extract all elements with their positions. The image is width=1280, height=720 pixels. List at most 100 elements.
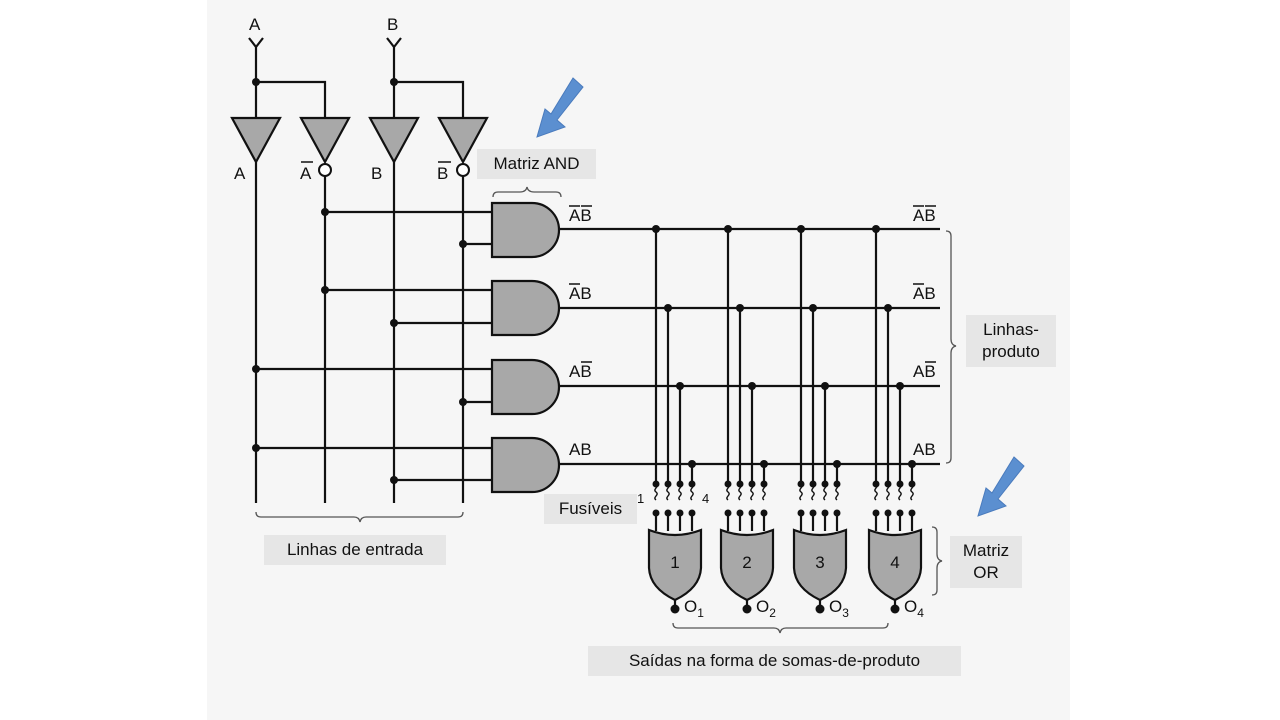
product-label-right-2: AB bbox=[913, 284, 936, 303]
connection-dot bbox=[724, 225, 732, 233]
connection-dot bbox=[884, 304, 892, 312]
or-matrix-label-line2: OR bbox=[973, 563, 999, 582]
connection-dot bbox=[797, 225, 805, 233]
output-pin-dot bbox=[890, 604, 900, 614]
input-pin-B: B bbox=[386, 15, 402, 82]
fuse-link bbox=[654, 483, 658, 501]
or-matrix-arrow-icon bbox=[977, 456, 1025, 517]
fuses-label: Fusíveis bbox=[544, 494, 637, 524]
product-lines-label: Linhas- produto bbox=[966, 315, 1056, 367]
and-gate-1 bbox=[490, 201, 561, 259]
or-matrix-label-line1: Matriz bbox=[962, 541, 1010, 560]
connection-dot bbox=[760, 460, 768, 468]
and-matrix-label: Matriz AND bbox=[477, 149, 596, 179]
output-pin-dot bbox=[670, 604, 680, 614]
product-labels: AB AB AB AB AB AB AB AB bbox=[569, 205, 936, 459]
output-pin-dot bbox=[742, 604, 752, 614]
product-label-right-4: AB bbox=[913, 440, 936, 459]
or-matrix-label: Matriz OR bbox=[950, 536, 1022, 588]
fuse-link bbox=[726, 483, 730, 501]
fuse-label-first: 1 bbox=[637, 491, 644, 506]
buffer-A bbox=[230, 116, 282, 165]
or-gate-1 bbox=[647, 528, 703, 602]
input-A-split bbox=[254, 80, 327, 118]
fuse-link bbox=[666, 483, 670, 501]
connection-dot bbox=[676, 382, 684, 390]
and-matrix-arrow-icon bbox=[536, 77, 584, 138]
buffer-label-B: B bbox=[371, 164, 382, 183]
outputs-label: Saídas na forma de somas-de-produto bbox=[588, 646, 961, 676]
and-gate-2 bbox=[490, 279, 561, 337]
fuse-link bbox=[823, 483, 827, 501]
or-matrix: 1O1 2O2 3O3 4O4 bbox=[647, 225, 924, 620]
fuse-link bbox=[835, 483, 839, 501]
connection-dot bbox=[664, 304, 672, 312]
connection-dot bbox=[896, 382, 904, 390]
connection-dot bbox=[652, 225, 660, 233]
input-lines-label: Linhas de entrada bbox=[264, 535, 446, 565]
product-lines-brace bbox=[945, 230, 957, 464]
fuse-link bbox=[799, 483, 803, 501]
output-label-1: O1 bbox=[684, 597, 704, 620]
fuse-link bbox=[910, 483, 914, 501]
product-label-left-3: AB bbox=[569, 362, 592, 381]
or-group-2: 2O2 bbox=[719, 225, 776, 620]
outputs-brace bbox=[672, 622, 889, 634]
complement-overbars bbox=[569, 205, 936, 363]
and-matrix-brace bbox=[492, 186, 562, 198]
buffer-label-B-bar: B bbox=[437, 164, 448, 183]
or-group-1: 1O1 bbox=[647, 225, 704, 620]
input-B-split bbox=[392, 80, 465, 118]
output-label-2: O2 bbox=[756, 597, 776, 620]
buffer-label-A: A bbox=[234, 164, 246, 183]
or-gate-2 bbox=[719, 528, 775, 602]
buffer-label-A-bar: A bbox=[300, 164, 312, 183]
product-label-left-1: AB bbox=[569, 206, 592, 225]
connection-dot bbox=[809, 304, 817, 312]
or-gate-4 bbox=[867, 528, 923, 602]
fuse-link bbox=[750, 483, 754, 501]
product-label-left-2: AB bbox=[569, 284, 592, 303]
diagram-panel bbox=[207, 0, 1070, 720]
or-group-3: 3O3 bbox=[792, 225, 849, 620]
or-gate-number: 2 bbox=[742, 553, 751, 572]
and-gate-3 bbox=[490, 358, 561, 416]
inverter-A-bar bbox=[299, 116, 351, 177]
product-label-right-3: AB bbox=[913, 362, 936, 381]
output-pin-dot bbox=[815, 604, 825, 614]
or-group-4: 4O4 bbox=[867, 225, 924, 620]
and-inputs bbox=[252, 208, 492, 484]
fuse-link bbox=[762, 483, 766, 501]
fuse-link bbox=[690, 483, 694, 501]
output-label-3: O3 bbox=[829, 597, 849, 620]
fuse-link bbox=[898, 483, 902, 501]
or-gate-number: 1 bbox=[670, 553, 679, 572]
buffer-B bbox=[368, 116, 420, 165]
input-pin-A: A bbox=[248, 15, 264, 82]
connection-dot bbox=[872, 225, 880, 233]
connection-dot bbox=[821, 382, 829, 390]
connection-dot bbox=[833, 460, 841, 468]
connection-dot bbox=[748, 382, 756, 390]
fuse-link bbox=[874, 483, 878, 501]
output-label-4: O4 bbox=[904, 597, 924, 620]
or-gate-3 bbox=[792, 528, 848, 602]
connection-dot bbox=[736, 304, 744, 312]
connection-dot bbox=[908, 460, 916, 468]
product-lines-label-line2: produto bbox=[982, 342, 1040, 361]
fuse-link bbox=[886, 483, 890, 501]
or-gate-number: 4 bbox=[890, 553, 899, 572]
input-label-B: B bbox=[387, 15, 398, 34]
product-label-right-1: AB bbox=[913, 206, 936, 225]
fuse-link bbox=[678, 483, 682, 501]
input-label-A: A bbox=[249, 15, 261, 34]
input-lines-brace bbox=[255, 511, 464, 523]
or-matrix-brace bbox=[931, 526, 943, 596]
or-gate-number: 3 bbox=[815, 553, 824, 572]
connection-dot bbox=[688, 460, 696, 468]
and-gate-4 bbox=[490, 436, 561, 494]
fuse-link bbox=[811, 483, 815, 501]
product-lines-label-line1: Linhas- bbox=[983, 320, 1039, 339]
